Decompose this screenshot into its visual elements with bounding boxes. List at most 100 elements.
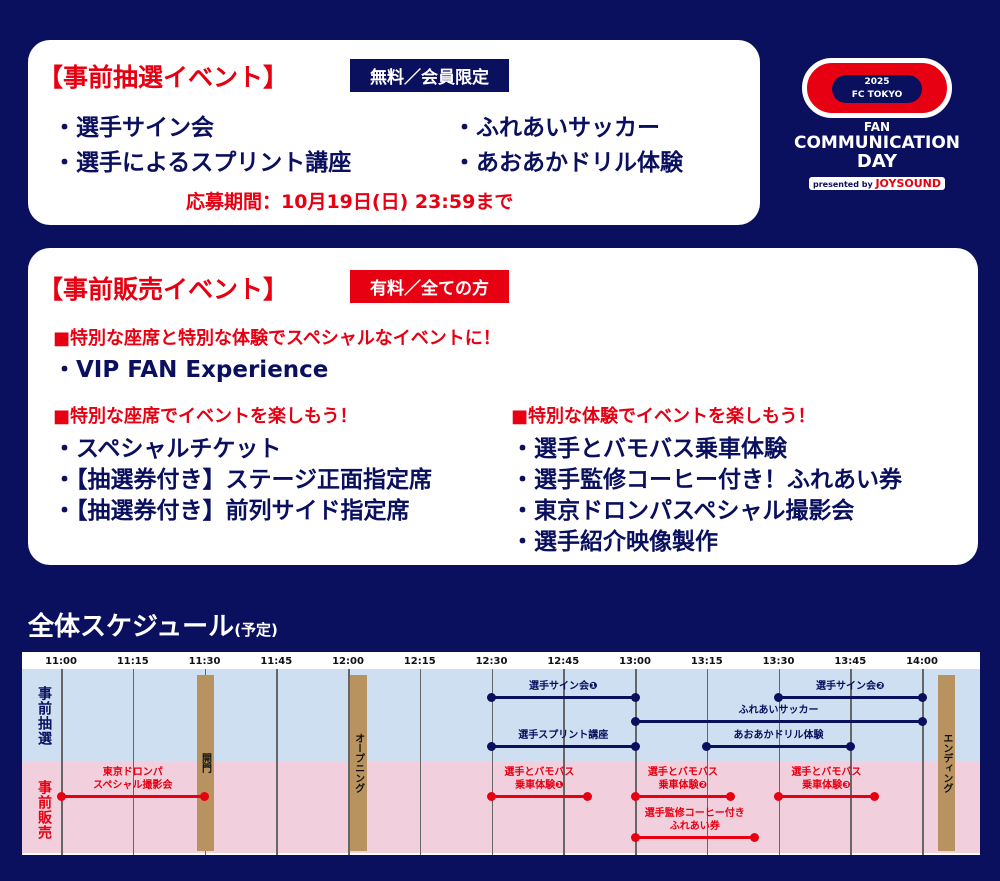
event-label: 選手スプリント講座 [518, 729, 608, 742]
event-label: 選手とバモバス乗車体験❶ [504, 766, 574, 792]
event-line [774, 693, 927, 702]
logo-presented: presented by [812, 180, 873, 189]
list-item: ・東京ドロンパスペシャル撮影会 [511, 498, 855, 524]
tick-label: 13:00 [619, 656, 651, 667]
sale-tag: 有料／全ての方 [350, 270, 509, 303]
gridline [61, 669, 63, 855]
event-label-line: 選手サイン会❷ [816, 681, 885, 692]
gridline [132, 669, 135, 855]
event-label-line: あおあかドリル体験 [733, 730, 824, 741]
milestone-bar: オープニング [349, 675, 367, 851]
event-label: 選手サイン会❷ [816, 680, 884, 693]
event-label: 選手監修コーヒー付きふれあい券 [645, 807, 745, 833]
event-label-line: スペシャル撮影会 [93, 780, 173, 791]
row-label-lottery: 事前抽選 [36, 686, 52, 746]
event-dot [845, 742, 855, 751]
event-line [487, 742, 640, 751]
schedule-title-text: 全体スケジュール [28, 612, 235, 642]
tick-label: 13:30 [762, 656, 795, 667]
event-label-line: 選手とバモバス [647, 767, 718, 778]
event-label: 東京ドロンパスペシャル撮影会 [93, 766, 172, 792]
logo-text: FAN [863, 120, 891, 134]
seat-heading: ■特別な座席でイベントを楽しもう！ [53, 406, 358, 427]
event-dot [774, 792, 783, 801]
gridline [348, 669, 350, 855]
gridline [706, 669, 709, 855]
list-item: ・選手によるスプリント講座 [53, 150, 352, 176]
event-dot [917, 717, 927, 726]
event-label-line: 選手とバモバス [504, 767, 575, 778]
event-line [56, 792, 209, 801]
tick-label: 12:45 [547, 656, 580, 667]
event-dot [582, 792, 592, 801]
schedule-title-note: (予定) [234, 621, 278, 639]
tick-label: 11:15 [116, 656, 149, 667]
lottery-tag: 無料／会員限定 [350, 59, 509, 92]
event-dot [630, 717, 640, 726]
gridline [419, 669, 422, 855]
event-dot [56, 792, 66, 801]
list-item: ・選手とバモバス乗車体験 [511, 436, 787, 462]
event-label-line: 選手監修コーヒー付き [644, 808, 745, 819]
event-dot [487, 693, 496, 702]
event-label-line: ふれあいサッカー [738, 705, 819, 716]
list-item: ・選手監修コーヒー付き！ふれあい券 [511, 467, 902, 493]
list-item: ・【抽選券付き】ステージ正面指定席 [53, 467, 433, 493]
event-label-line: 東京ドロンパ [102, 767, 163, 778]
event-dot [726, 792, 736, 801]
schedule-title: 全体スケジュール(予定) [28, 606, 278, 643]
list-item: ・【抽選券付き】前列サイド指定席 [53, 498, 410, 524]
event-line [702, 742, 855, 751]
event-line [630, 833, 760, 842]
sale-band [22, 762, 980, 853]
tick-label: 11:30 [188, 656, 221, 667]
event-label-line: 選手スプリント講座 [518, 730, 609, 741]
tick-label: 13:45 [834, 656, 867, 667]
sale-panel: 【事前販売イベント】 有料／全ての方 ■特別な座席と特別な体験でスペシャルなイベ… [28, 248, 978, 565]
tick-label: 12:00 [332, 656, 364, 667]
event-label-line: ふれあい券 [669, 821, 720, 832]
event-label-line: 乗車体験❶ [515, 780, 564, 791]
gridline [922, 669, 924, 855]
event-label-line: 乗車体験❷ [658, 780, 708, 791]
event-dot [487, 792, 496, 801]
event-label: ふれあいサッカー [739, 704, 819, 717]
milestone-bar: エンディング [937, 675, 955, 851]
row-label-sale: 事前販売 [36, 780, 52, 840]
logo-text: COMMUNICATION [793, 133, 961, 153]
event-label: 選手とバモバス乗車体験❷ [648, 766, 718, 792]
lottery-panel: 【事前抽選イベント】 無料／会員限定 ・選手サイン会 ・選手によるスプリント講座… [28, 40, 760, 225]
event-line [487, 792, 592, 801]
event-label: 選手サイン会❶ [529, 680, 597, 693]
tick-label: 11:00 [45, 656, 77, 667]
sale-title: 【事前販売イベント】 [38, 275, 289, 304]
event-line [630, 792, 736, 801]
gridline [635, 669, 637, 855]
lottery-title: 【事前抽選イベント】 [38, 63, 289, 92]
list-item: ・ふれあいサッカー [453, 115, 660, 141]
gridline [850, 669, 852, 855]
event-line [774, 792, 879, 801]
event-label-line: 選手サイン会❶ [529, 681, 598, 692]
event-dot [702, 742, 712, 751]
gridline [491, 669, 493, 855]
list-item: ・あおあかドリル体験 [453, 150, 683, 176]
event-line [630, 717, 927, 726]
event-dot [630, 693, 640, 702]
logo-year: 2025 [864, 77, 890, 87]
tick-label: 13:15 [690, 656, 723, 667]
event-dot [774, 693, 783, 702]
event-dot [630, 792, 640, 801]
logo-club: FC TOKYO [851, 90, 903, 100]
logo-text: DAY [856, 151, 898, 172]
event-label: あおあかドリル体験 [734, 729, 824, 742]
event-label-line: 選手とバモバス [791, 767, 862, 778]
event-dot [630, 742, 640, 751]
event-dot [750, 833, 760, 842]
tick-label: 14:00 [906, 656, 938, 667]
exp-heading: ■特別な体験でイベントを楽しもう！ [511, 406, 816, 427]
event-dot [200, 792, 209, 801]
gridline [276, 669, 278, 855]
event-label-line: 乗車体験❸ [802, 780, 851, 791]
